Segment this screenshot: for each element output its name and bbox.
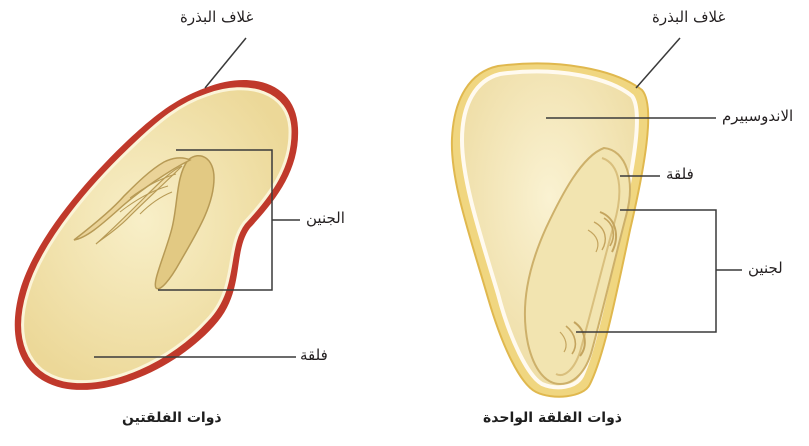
label-dicot-embryo: الجنين bbox=[306, 209, 345, 227]
label-monocot-cotyledon: فلقة bbox=[666, 165, 694, 183]
dicot-seed bbox=[15, 38, 300, 390]
caption-dicot: ذوات الفلقتين bbox=[122, 409, 222, 427]
monocot-seed bbox=[452, 38, 742, 397]
dicot-seed-body bbox=[23, 89, 290, 382]
label-monocot-endosperm: الاندوسبيرم bbox=[722, 107, 793, 125]
leader-line-monocot-seed-coat bbox=[636, 38, 680, 88]
label-dicot-seed-coat: غلاف البذرة bbox=[180, 8, 253, 26]
label-dicot-cotyledon: فلقة bbox=[300, 346, 328, 364]
caption-monocot: ذوات الفلقة الواحدة bbox=[483, 409, 622, 427]
label-monocot-seed-coat: غلاف البذرة bbox=[652, 8, 725, 26]
label-monocot-embryo: لجنين bbox=[748, 259, 783, 277]
